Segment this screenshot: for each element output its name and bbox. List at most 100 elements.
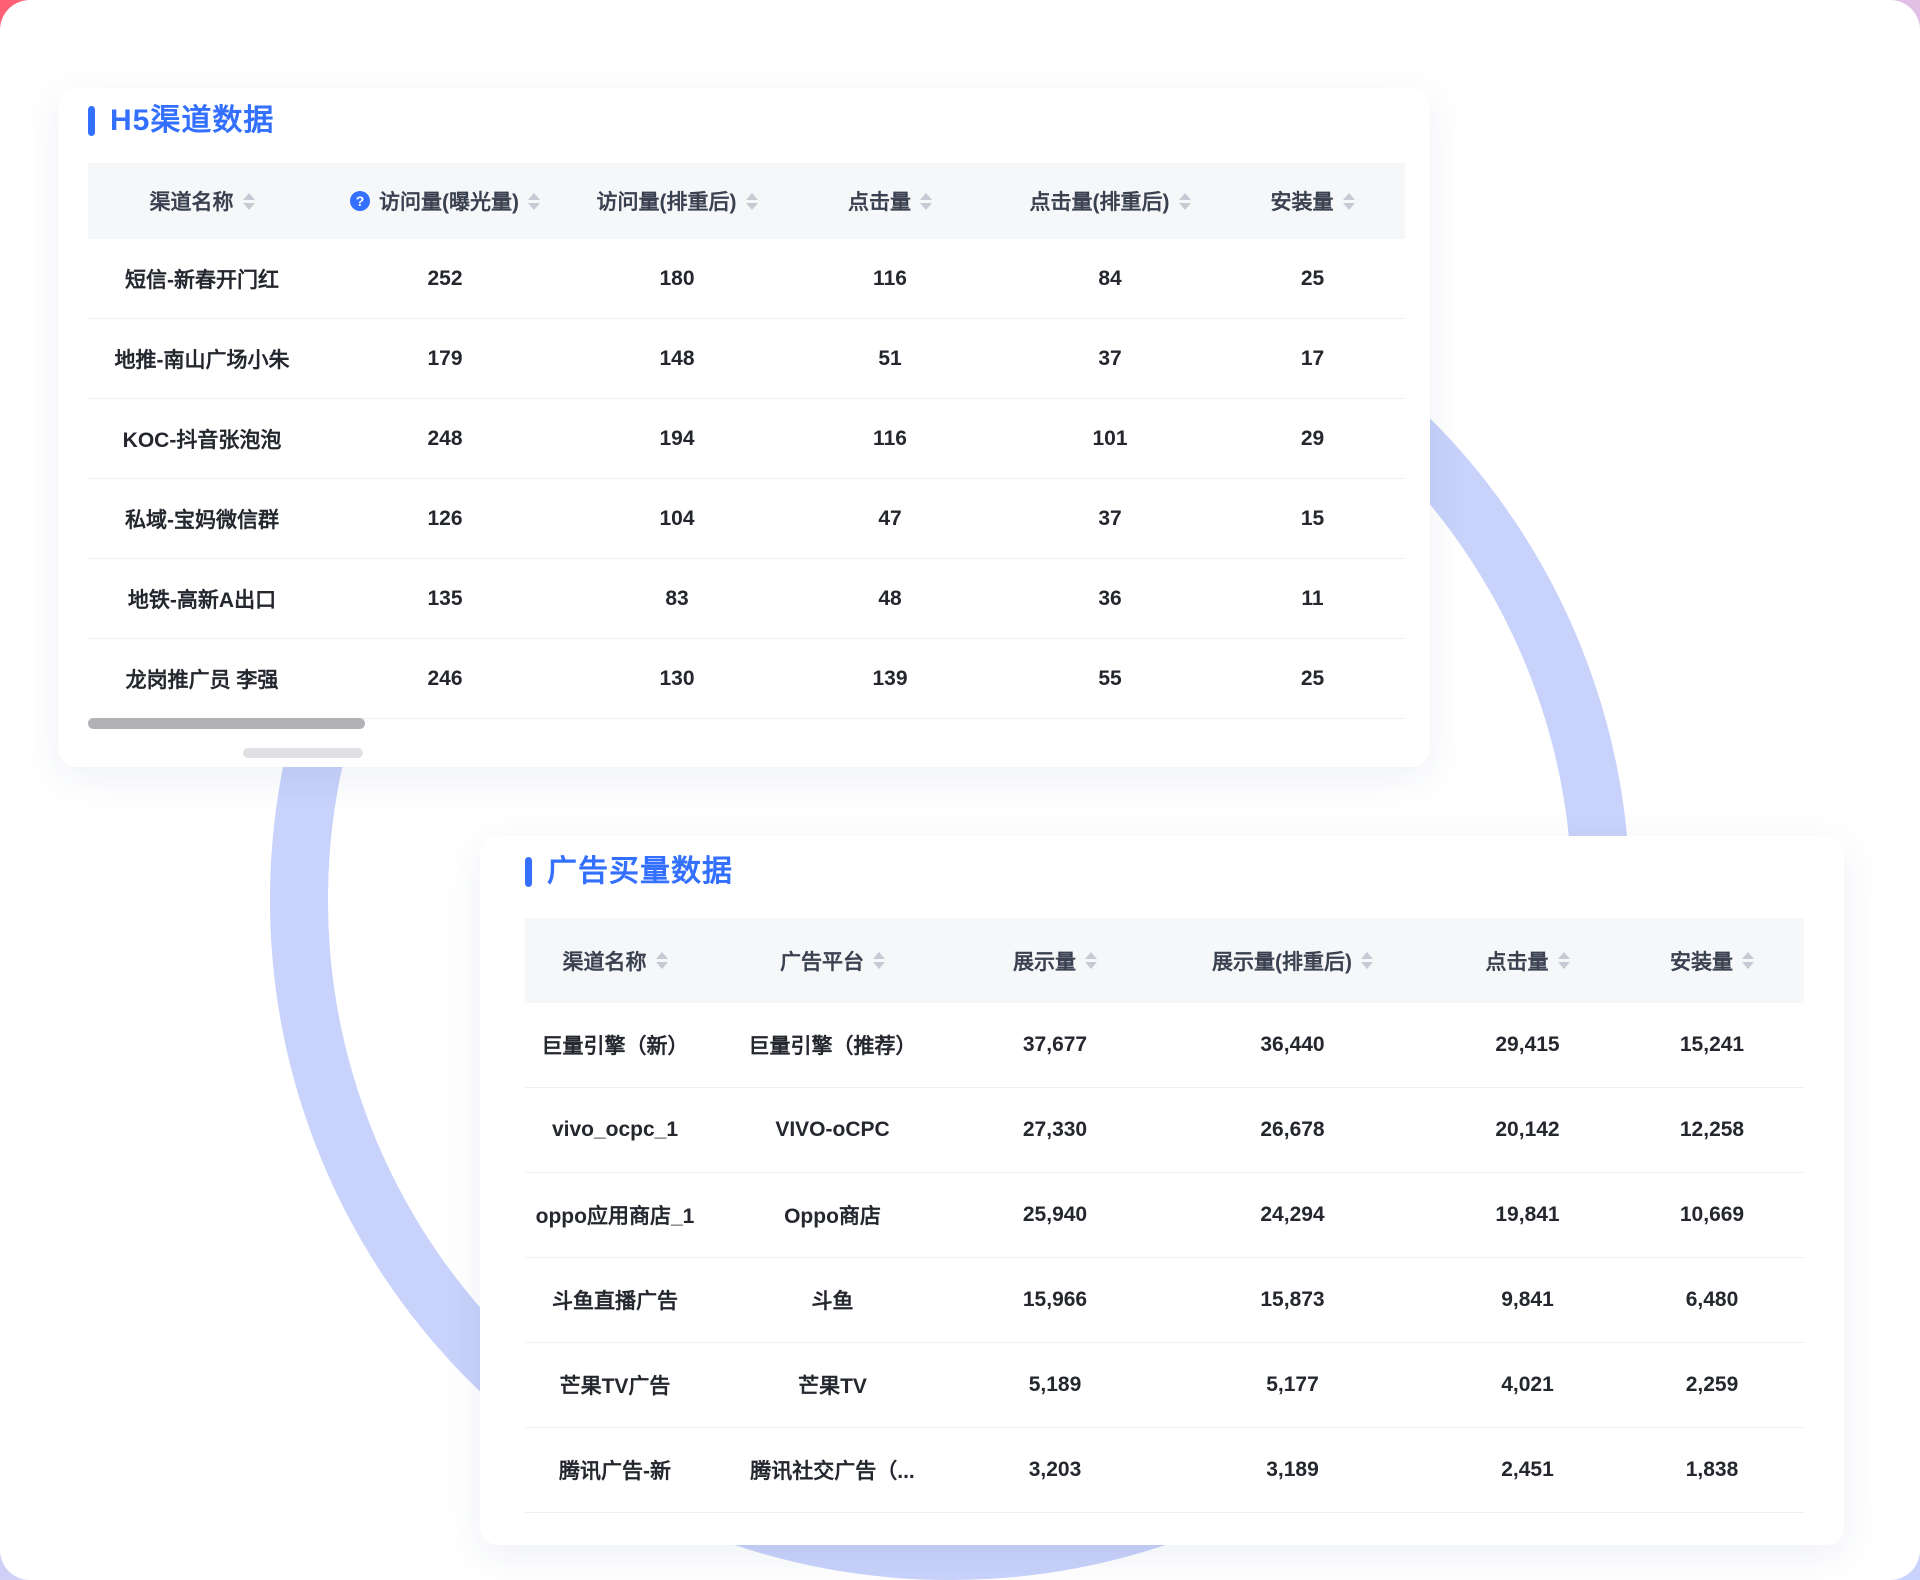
table-row: 地铁-高新A出口 135 83 48 36 11 xyxy=(88,558,1405,639)
sort-icon[interactable] xyxy=(1085,952,1097,969)
sort-icon[interactable] xyxy=(242,192,255,210)
h5-table-header-row: 渠道名称 ? 访问量(曝光量) 访问量(排重后) xyxy=(88,163,1405,239)
value-cell: 126 xyxy=(316,478,574,559)
sort-icon[interactable] xyxy=(655,952,668,969)
value-cell: 17 xyxy=(1220,318,1405,399)
horizontal-scrollbar-thumb[interactable] xyxy=(88,718,365,729)
channel-name-cell: 巨量引擎（新） xyxy=(525,1003,705,1088)
value-cell: 11 xyxy=(1220,558,1405,639)
sort-icon[interactable] xyxy=(1178,192,1191,210)
sort-icon[interactable] xyxy=(873,952,885,969)
ad-table-header-row: 渠道名称 广告平台 展示量 xyxy=(525,918,1804,1003)
value-cell: 83 xyxy=(574,558,780,639)
value-cell: 36,440 xyxy=(1150,1003,1435,1088)
table-row: 地推-南山广场小朱 179 148 51 37 17 xyxy=(88,318,1405,399)
value-cell: 26,678 xyxy=(1150,1087,1435,1173)
sort-icon[interactable] xyxy=(1361,952,1373,969)
h5-col-label: 访问量(曝光量) xyxy=(379,191,519,214)
value-cell: 5,177 xyxy=(1150,1342,1435,1428)
value-cell: 29 xyxy=(1220,398,1405,479)
value-cell: 47 xyxy=(780,478,1000,559)
channel-name-cell: vivo_ocpc_1 xyxy=(525,1087,705,1173)
ad-col-header-impressions[interactable]: 展示量 xyxy=(960,918,1150,1003)
sort-icon[interactable] xyxy=(745,192,758,210)
table-row: 斗鱼直播广告 斗鱼 15,966 15,873 9,841 6,480 xyxy=(525,1257,1804,1343)
ad-col-label: 安装量 xyxy=(1670,950,1733,974)
table-row: 巨量引擎（新） 巨量引擎（推荐） 37,677 36,440 29,415 15… xyxy=(525,1003,1804,1088)
h5-channel-table: 渠道名称 ? 访问量(曝光量) 访问量(排重后) xyxy=(88,163,1405,764)
h5-col-header-installs[interactable]: 安装量 xyxy=(1220,163,1405,239)
value-cell: 25,940 xyxy=(960,1172,1150,1258)
h5-col-header-channel-name[interactable]: 渠道名称 xyxy=(88,163,316,239)
channel-name-cell: 芒果TV广告 xyxy=(525,1342,705,1428)
value-cell: 24,294 xyxy=(1150,1172,1435,1258)
scrollbar-track-fragment xyxy=(243,748,363,758)
value-cell: 116 xyxy=(780,398,1000,479)
value-cell: 179 xyxy=(316,318,574,399)
value-cell: 3,203 xyxy=(960,1427,1150,1513)
value-cell: 5,189 xyxy=(960,1342,1150,1428)
value-cell: 29,415 xyxy=(1435,1003,1620,1088)
table-row: 芒果TV广告 芒果TV 5,189 5,177 4,021 2,259 xyxy=(525,1342,1804,1428)
ad-buying-table: 渠道名称 广告平台 展示量 xyxy=(525,918,1804,1513)
platform-cell: 芒果TV xyxy=(705,1342,960,1428)
value-cell: 12,258 xyxy=(1620,1087,1804,1173)
table-row: 腾讯广告-新 腾讯社交广告（... 3,203 3,189 2,451 1,83… xyxy=(525,1427,1804,1513)
value-cell: 2,259 xyxy=(1620,1342,1804,1428)
ad-col-header-clicks[interactable]: 点击量 xyxy=(1435,918,1620,1003)
h5-col-header-visits-dedup[interactable]: 访问量(排重后) xyxy=(574,163,780,239)
h5-col-label: 点击量(排重后) xyxy=(1029,191,1170,214)
value-cell: 252 xyxy=(316,239,574,319)
value-cell: 48 xyxy=(780,558,1000,639)
help-icon[interactable]: ? xyxy=(350,191,370,211)
value-cell: 27,330 xyxy=(960,1087,1150,1173)
h5-col-label: 访问量(排重后) xyxy=(596,191,737,214)
h5-col-header-clicks-dedup[interactable]: 点击量(排重后) xyxy=(1000,163,1220,239)
sort-icon[interactable] xyxy=(1742,952,1754,969)
value-cell: 4,021 xyxy=(1435,1342,1620,1428)
value-cell: 37,677 xyxy=(960,1003,1150,1088)
value-cell: 15,241 xyxy=(1620,1003,1804,1088)
value-cell: 139 xyxy=(780,638,1000,719)
sort-icon[interactable] xyxy=(528,192,540,210)
value-cell: 84 xyxy=(1000,239,1220,319)
platform-cell: 斗鱼 xyxy=(705,1257,960,1343)
channel-name-cell: 龙岗推广员 李强 xyxy=(88,638,316,719)
value-cell: 6,480 xyxy=(1620,1257,1804,1343)
ad-col-header-impressions-dedup[interactable]: 展示量(排重后) xyxy=(1150,918,1435,1003)
platform-cell: 腾讯社交广告（... xyxy=(705,1427,960,1513)
platform-cell: VIVO-oCPC xyxy=(705,1087,960,1173)
h5-card-header: H5渠道数据 xyxy=(88,104,1405,138)
ad-col-label: 展示量 xyxy=(1013,950,1076,974)
title-accent-bar xyxy=(525,857,532,887)
ad-col-header-installs[interactable]: 安装量 xyxy=(1620,918,1804,1003)
platform-cell: 巨量引擎（推荐） xyxy=(705,1003,960,1088)
h5-col-label: 安装量 xyxy=(1270,191,1334,214)
ad-col-header-channel-name[interactable]: 渠道名称 xyxy=(525,918,705,1003)
value-cell: 25 xyxy=(1220,638,1405,719)
value-cell: 135 xyxy=(316,558,574,639)
sort-icon[interactable] xyxy=(920,192,932,210)
h5-col-header-clicks[interactable]: 点击量 xyxy=(780,163,1000,239)
value-cell: 9,841 xyxy=(1435,1257,1620,1343)
h5-col-header-visits-exposure[interactable]: ? 访问量(曝光量) xyxy=(316,163,574,239)
value-cell: 15,966 xyxy=(960,1257,1150,1343)
ad-buying-card: 广告买量数据 渠道名称 广告平台 xyxy=(480,836,1844,1545)
value-cell: 37 xyxy=(1000,478,1220,559)
ad-card-title: 广告买量数据 xyxy=(547,855,733,888)
channel-name-cell: 斗鱼直播广告 xyxy=(525,1257,705,1343)
ad-card-header: 广告买量数据 xyxy=(525,855,1804,889)
channel-name-cell: 地推-南山广场小朱 xyxy=(88,318,316,399)
value-cell: 180 xyxy=(574,239,780,319)
h5-col-label: 渠道名称 xyxy=(149,191,234,214)
sort-icon[interactable] xyxy=(1342,192,1355,210)
ad-col-label: 点击量 xyxy=(1485,950,1549,974)
sort-icon[interactable] xyxy=(1557,952,1570,969)
table-row: 短信-新春开门红 252 180 116 84 25 xyxy=(88,239,1405,319)
ad-col-header-platform[interactable]: 广告平台 xyxy=(705,918,960,1003)
channel-name-cell: KOC-抖音张泡泡 xyxy=(88,398,316,479)
value-cell: 51 xyxy=(780,318,1000,399)
value-cell: 104 xyxy=(574,478,780,559)
ad-col-label: 渠道名称 xyxy=(562,950,647,974)
